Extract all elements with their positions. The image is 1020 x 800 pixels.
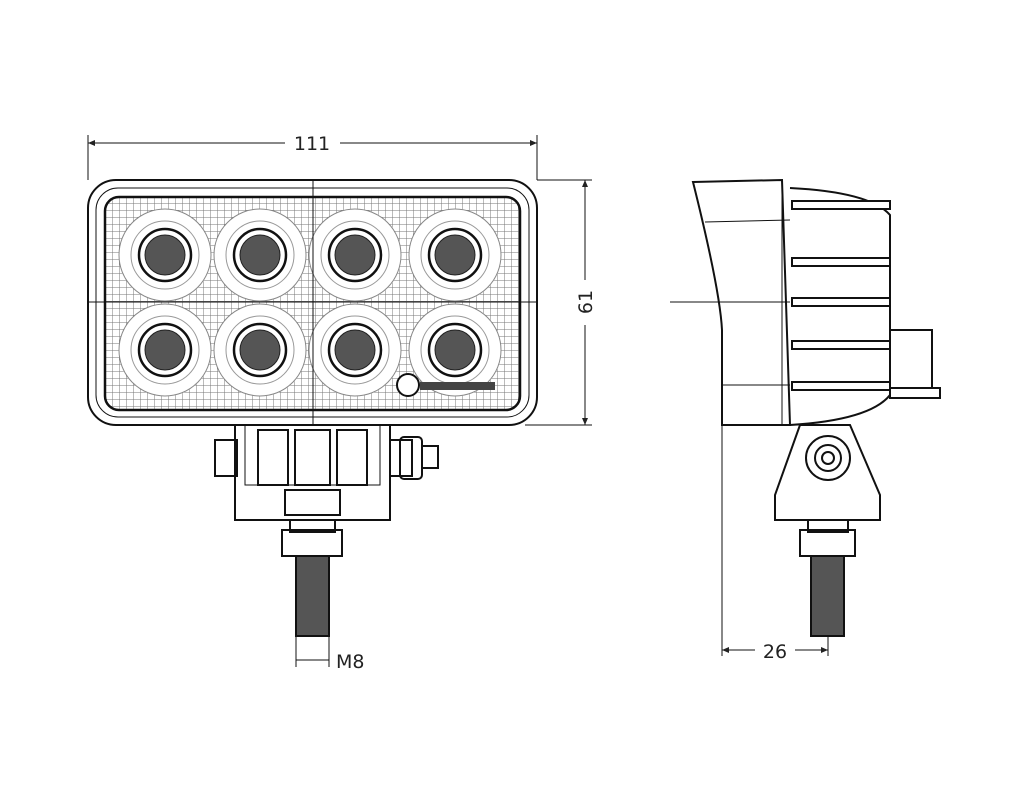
dimension-depth: 26 <box>721 425 829 663</box>
led-array <box>118 208 502 397</box>
led-optic <box>408 303 502 397</box>
led-optic <box>213 208 307 302</box>
led-optic <box>308 303 402 397</box>
side-view <box>670 178 941 637</box>
connector <box>889 329 933 389</box>
fin <box>791 297 891 307</box>
mounting-bolt <box>281 519 343 637</box>
front-view <box>87 179 538 637</box>
depth-label: 26 <box>763 641 787 663</box>
led-optic <box>118 208 212 302</box>
logo <box>396 373 495 397</box>
side-bracket <box>774 424 881 521</box>
thread-label: M8 <box>336 651 364 673</box>
led-optic <box>408 208 502 302</box>
fin <box>791 200 891 210</box>
fin <box>791 381 891 391</box>
dimension-height: 61 <box>525 179 597 426</box>
dimension-width: 111 <box>87 133 538 180</box>
cooling-fins <box>791 200 891 391</box>
led-optic <box>213 303 307 397</box>
fin <box>791 257 891 267</box>
height-label: 61 <box>575 290 597 314</box>
led-optic <box>118 303 212 397</box>
width-label: 111 <box>294 133 330 155</box>
mounting-bracket <box>214 424 439 521</box>
led-optic <box>308 208 402 302</box>
dimension-thread: M8 <box>295 636 364 673</box>
fin <box>791 340 891 350</box>
